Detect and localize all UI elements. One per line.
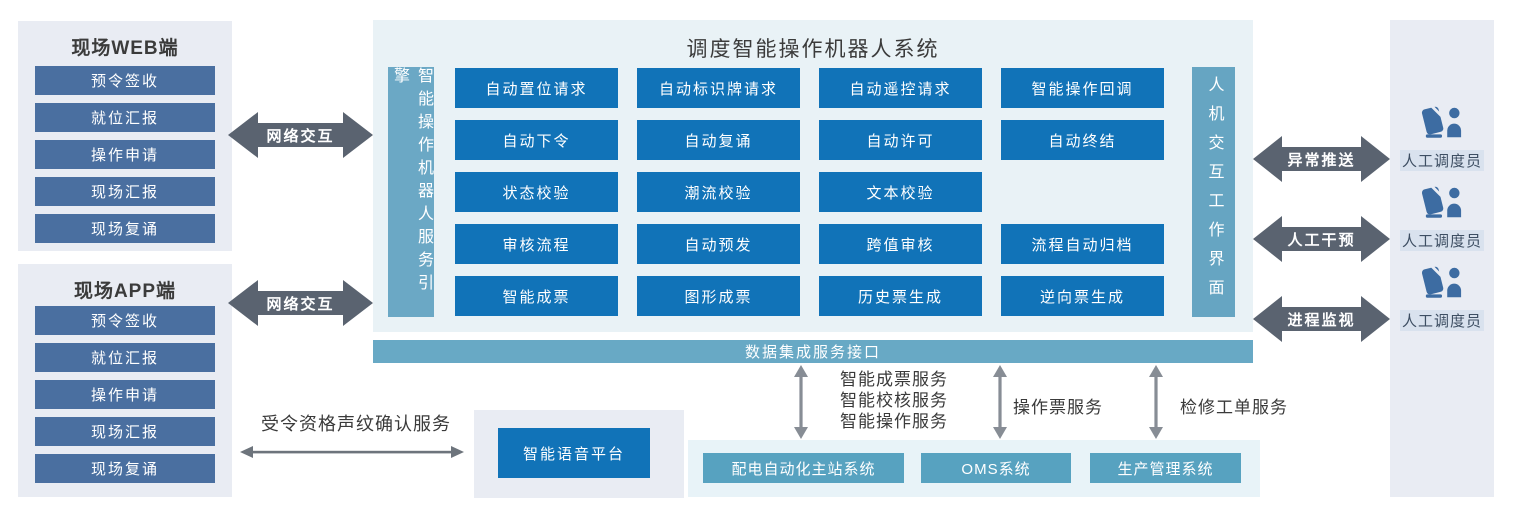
- function-box: 历史票生成: [819, 276, 982, 316]
- service-line: 智能成票服务: [840, 370, 948, 389]
- function-box: 自动下令: [455, 120, 618, 160]
- network-arrow-app: 网络交互: [228, 280, 373, 326]
- function-box: 自动遥控请求: [819, 68, 982, 108]
- voiceprint-service-arrow: [240, 444, 464, 465]
- manual-intervention-arrow: 人工干预: [1253, 216, 1390, 262]
- field-web-panel: 现场WEB端 预令签收 就位汇报 操作申请 现场汇报 现场复诵: [18, 21, 232, 251]
- thin-double-arrow-icon: [240, 446, 464, 458]
- voice-platform-box: 智能语音平台: [498, 428, 650, 478]
- system-title: 调度智能操作机器人系统: [686, 38, 940, 61]
- list-item: 就位汇报: [35, 343, 215, 372]
- data-bus-bar: 数据集成服务接口: [373, 340, 1253, 363]
- right-arrow-label: 异常推送: [1287, 151, 1356, 169]
- dispatcher-label: 人工调度员: [1399, 230, 1484, 251]
- vertical-double-arrow-icon: [1149, 365, 1163, 439]
- function-box: 审核流程: [455, 224, 618, 264]
- work-order-arrow: [1147, 365, 1165, 444]
- vertical-double-arrow-icon: [993, 365, 1007, 439]
- function-box: 图形成票: [637, 276, 800, 316]
- field-app-panel: 现场APP端 预令签收 就位汇报 操作申请 现场汇报 现场复诵: [18, 264, 232, 497]
- network-arrow-web: 网络交互: [228, 112, 373, 158]
- ticket-services-arrow: [792, 365, 810, 444]
- function-box: 自动置位请求: [455, 68, 618, 108]
- function-box: 跨值审核: [819, 224, 982, 264]
- exception-push-arrow: 异常推送: [1253, 136, 1390, 182]
- list-item: 就位汇报: [35, 103, 215, 132]
- network-arrow-label: 网络交互: [266, 295, 335, 313]
- field-web-title: 现场WEB端: [71, 38, 179, 59]
- dispatcher-label: 人工调度员: [1399, 310, 1484, 331]
- service-line: 智能校核服务: [840, 391, 948, 410]
- external-system-box: 配电自动化主站系统: [703, 453, 904, 483]
- list-item: 现场复诵: [35, 214, 215, 243]
- operator-at-terminal-icon: [1421, 103, 1462, 138]
- process-monitor-arrow: 进程监视: [1253, 296, 1390, 342]
- list-item: 操作申请: [35, 140, 215, 169]
- service-line: 智能操作服务: [840, 412, 948, 431]
- list-item: 现场汇报: [35, 177, 215, 206]
- external-system-box: OMS系统: [921, 453, 1071, 483]
- double-arrow-icon: [1253, 136, 1390, 182]
- operator-at-terminal-icon: [1421, 263, 1462, 298]
- field-web-items: 预令签收 就位汇报 操作申请 现场汇报 现场复诵: [18, 66, 232, 251]
- operation-ticket-label: 操作票服务: [1013, 398, 1103, 417]
- function-box: 潮流校验: [637, 172, 800, 212]
- list-item: 现场汇报: [35, 417, 215, 446]
- vertical-double-arrow-icon: [794, 365, 808, 439]
- robot-system-panel: 调度智能操作机器人系统 智能操作机器人服务引擎 人机交互工作界面 自动置位请求 …: [373, 20, 1253, 332]
- field-app-title: 现场APP端: [73, 281, 177, 302]
- dispatcher-item: 人工调度员: [1390, 263, 1494, 331]
- double-arrow-icon: [228, 280, 373, 326]
- dispatcher-item: 人工调度员: [1390, 103, 1494, 171]
- function-box: 流程自动归档: [1001, 224, 1164, 264]
- operation-ticket-arrow: [991, 365, 1009, 444]
- hmi-bar: 人机交互工作界面: [1192, 67, 1235, 317]
- double-arrow-icon: [1253, 216, 1390, 262]
- function-box: 自动许可: [819, 120, 982, 160]
- dispatcher-label: 人工调度员: [1399, 150, 1484, 171]
- external-systems-panel: 配电自动化主站系统 OMS系统 生产管理系统: [688, 440, 1260, 497]
- voiceprint-service-label: 受令资格声纹确认服务: [261, 414, 451, 434]
- list-item: 操作申请: [35, 380, 215, 409]
- field-app-items: 预令签收 就位汇报 操作申请 现场汇报 现场复诵: [18, 306, 232, 491]
- operator-at-terminal-icon: [1421, 183, 1462, 218]
- list-item: 预令签收: [35, 306, 215, 335]
- external-system-box: 生产管理系统: [1090, 453, 1241, 483]
- function-box: 文本校验: [819, 172, 982, 212]
- function-box: 自动复诵: [637, 120, 800, 160]
- function-box: 智能成票: [455, 276, 618, 316]
- dispatchers-panel: 人工调度员 人工调度员: [1390, 20, 1494, 497]
- network-arrow-label: 网络交互: [266, 127, 335, 145]
- voice-platform-panel: 智能语音平台: [474, 410, 684, 498]
- function-box: 自动标识牌请求: [637, 68, 800, 108]
- right-arrow-label: 进程监视: [1287, 311, 1356, 329]
- service-bundle-label: 智能成票服务 智能校核服务 智能操作服务: [840, 369, 948, 432]
- dispatcher-item: 人工调度员: [1390, 183, 1494, 251]
- function-box: 自动终结: [1001, 120, 1164, 160]
- function-box: 状态校验: [455, 172, 618, 212]
- list-item: 预令签收: [35, 66, 215, 95]
- function-box: 自动预发: [637, 224, 800, 264]
- work-order-label: 检修工单服务: [1180, 398, 1288, 417]
- function-box: 智能操作回调: [1001, 68, 1164, 108]
- double-arrow-icon: [228, 112, 373, 158]
- right-arrow-label: 人工干预: [1287, 231, 1356, 249]
- engine-bar: 智能操作机器人服务引擎: [388, 67, 434, 317]
- list-item: 现场复诵: [35, 454, 215, 483]
- double-arrow-icon: [1253, 296, 1390, 342]
- function-box: 逆向票生成: [1001, 276, 1164, 316]
